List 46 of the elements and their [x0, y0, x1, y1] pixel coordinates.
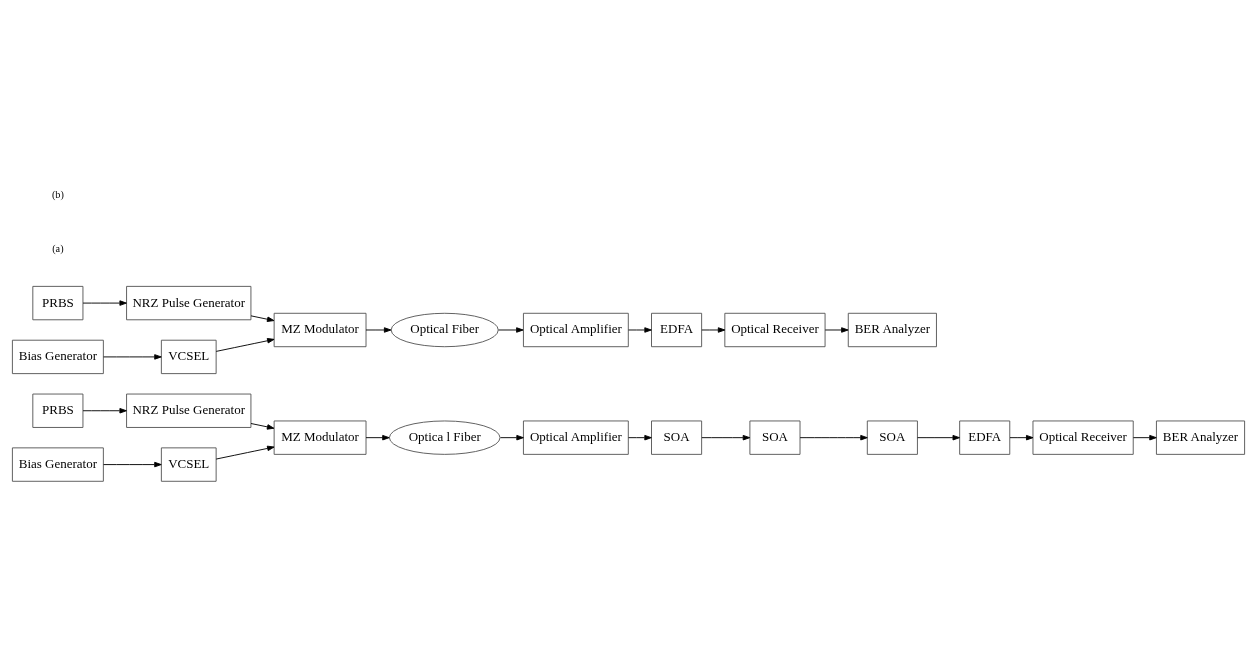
node-box: Bias Generator [11, 339, 104, 374]
node-ellipse: Optica l Fiber [388, 420, 501, 455]
arrow [701, 434, 751, 440]
arrow [365, 326, 392, 333]
node-box: PRBS [32, 393, 84, 428]
arrow [103, 461, 162, 467]
arrow [215, 337, 275, 352]
node-box: BER Analyzer [847, 312, 937, 347]
arrow [1132, 434, 1157, 440]
arrow [628, 434, 652, 440]
node-box: VCSEL [160, 446, 217, 482]
node-box: PRBS [32, 285, 84, 320]
arrow [82, 407, 127, 413]
arrow [500, 434, 524, 440]
arrow [250, 422, 275, 430]
arrow [215, 445, 275, 460]
node-box: Optical Amplifier [522, 420, 629, 455]
node-box: SOA [866, 420, 918, 455]
node-box: SOA [749, 420, 801, 455]
node-box: NRZ Pulse Generator [126, 285, 252, 320]
node-box: Optical Amplifier [522, 312, 629, 347]
arrow [628, 326, 652, 333]
arrow [799, 434, 868, 440]
node-box: VCSEL [160, 339, 217, 374]
arrow [103, 353, 162, 360]
node-box: MZ Modulator [273, 420, 367, 455]
arrow [498, 326, 524, 333]
node-box: EDFA [959, 420, 1011, 455]
arrow [701, 326, 726, 333]
arrow [1009, 434, 1034, 440]
node-box: BER Analyzer [1155, 420, 1246, 455]
node-box: EDFA [651, 312, 703, 347]
node-box: SOA [651, 420, 703, 455]
node-box: NRZ Pulse Generator [126, 393, 252, 428]
node-box: MZ Modulator [273, 312, 367, 347]
label: (a) [52, 242, 64, 254]
node-box: Optical Receiver [724, 312, 826, 347]
node-box: Optical Receiver [1032, 420, 1134, 455]
node-box: Bias Generator [11, 446, 104, 482]
arrow [365, 434, 390, 440]
arrow [824, 326, 849, 333]
arrow [917, 434, 960, 440]
label: (b) [51, 188, 64, 200]
node-ellipse: Optical Fiber [390, 312, 499, 347]
arrow [250, 314, 275, 322]
arrow [82, 299, 127, 306]
